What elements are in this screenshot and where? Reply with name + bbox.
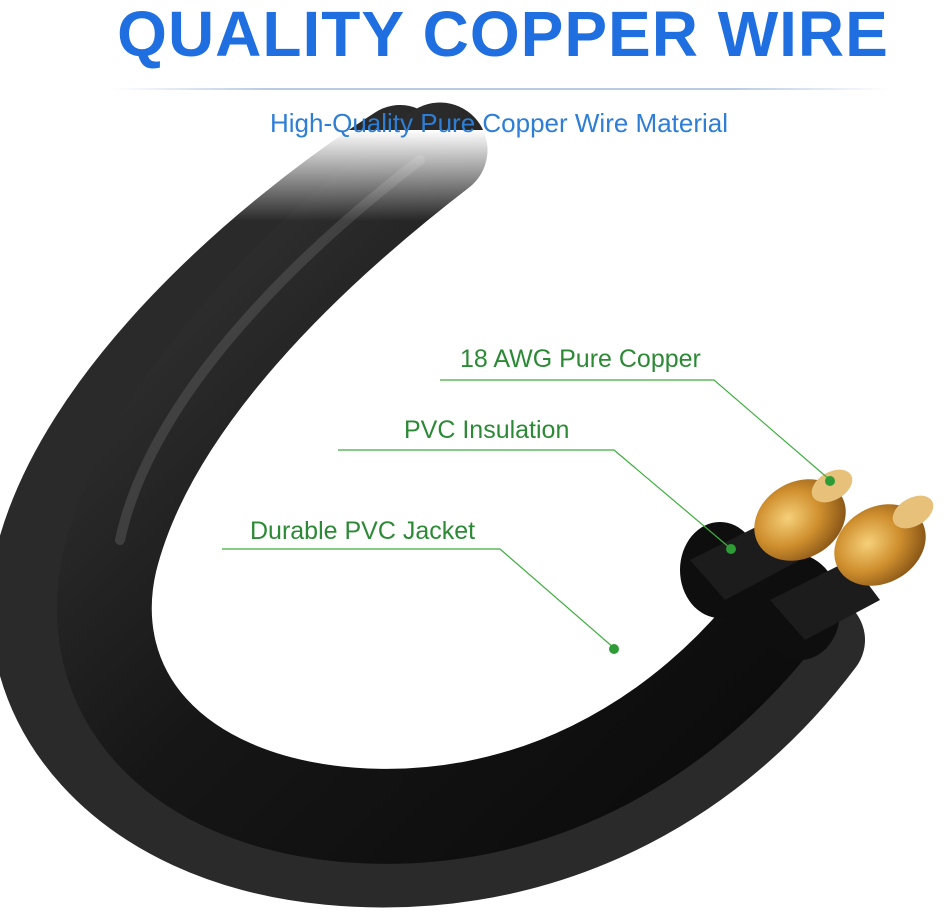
- page-title: QUALITY COPPER WIRE: [117, 0, 889, 70]
- page-subtitle: High-Quality Pure Copper Wire Material: [269, 108, 729, 138]
- callout-line-copper: [440, 379, 831, 481]
- callout-line-jacket: [222, 548, 615, 649]
- callout-dot-insulation: [726, 544, 736, 554]
- callout-label-copper: 18 AWG Pure Copper: [460, 345, 701, 373]
- copper-conductor-2: [834, 495, 934, 586]
- callout-line-insulation: [338, 449, 731, 549]
- callout-label-insulation: PVC Insulation: [404, 416, 570, 444]
- callout-label-jacket: Durable PVC Jacket: [250, 517, 476, 545]
- callout-dot-jacket: [609, 644, 619, 654]
- callout-dot-copper: [825, 476, 835, 486]
- copper-conductor-1: [754, 469, 853, 561]
- title-divider: [110, 88, 890, 90]
